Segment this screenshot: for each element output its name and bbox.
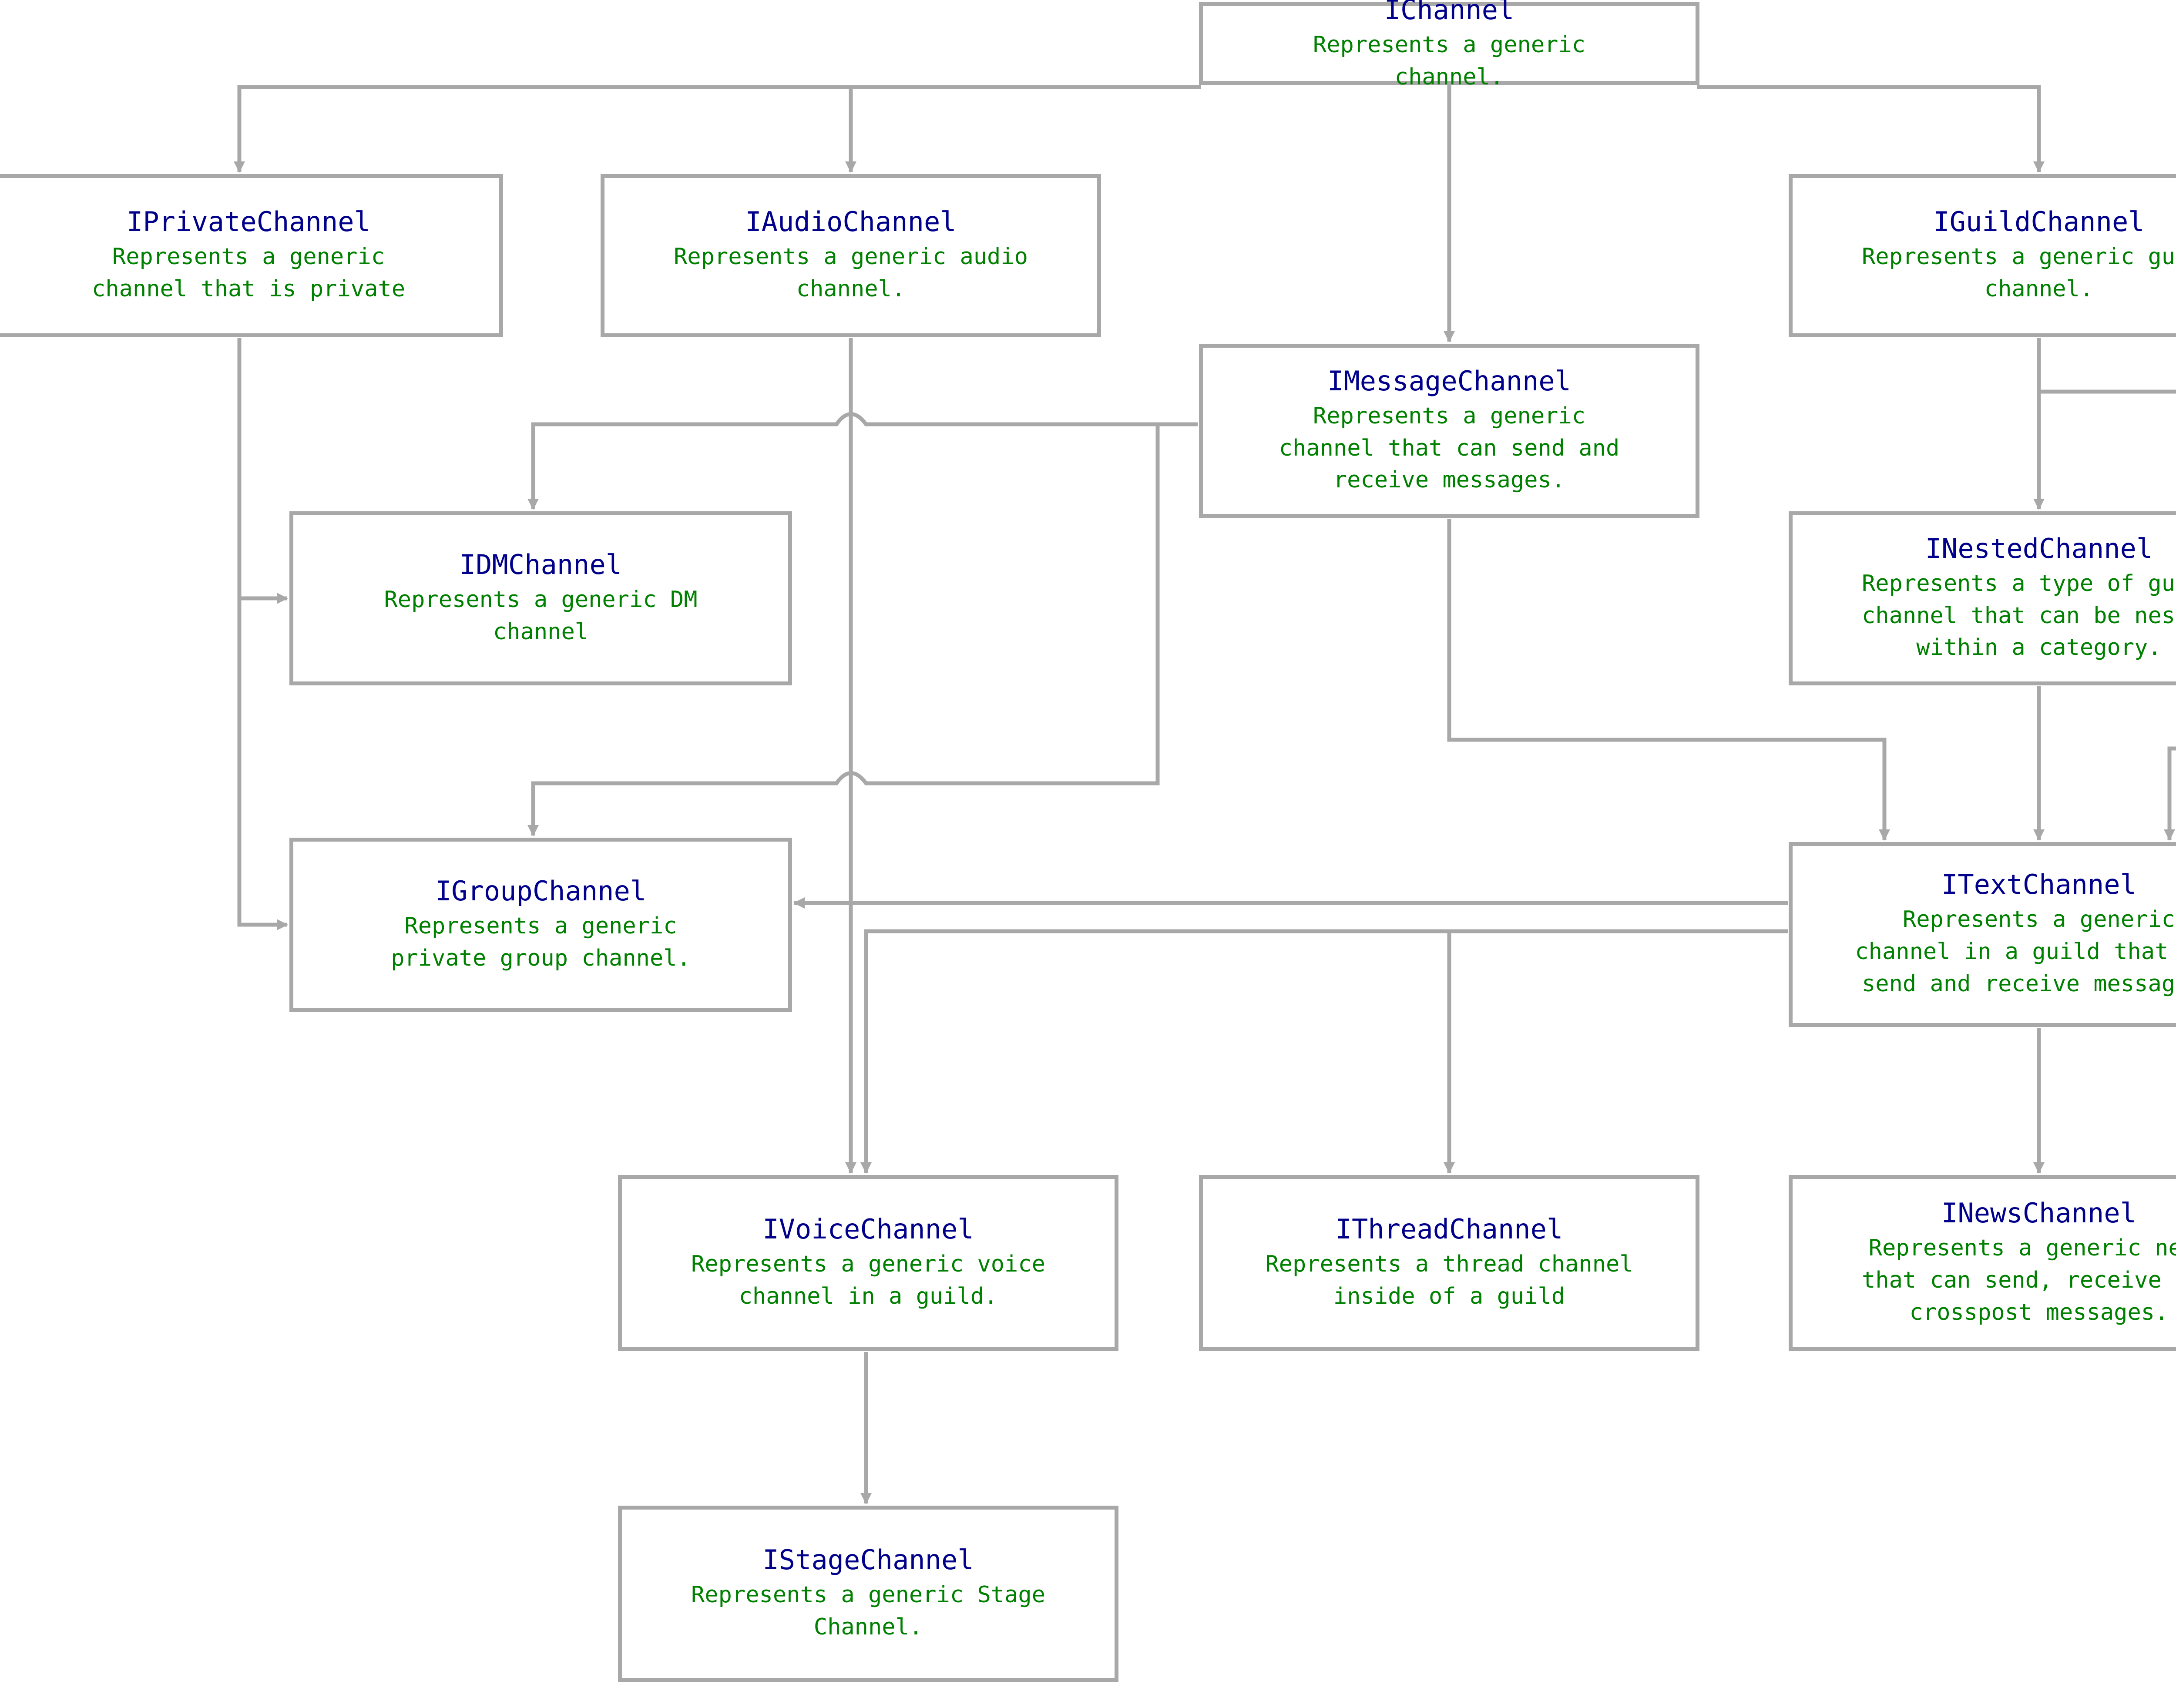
class-node-description: Represents a generic news that can send,… xyxy=(1862,1235,2176,1325)
class-node-description: Represents a generic channel in a guild … xyxy=(1855,906,2176,997)
class-node-description: Represents a generic voice channel in a … xyxy=(691,1251,1045,1310)
class-node-title: INestedChannel xyxy=(1925,532,2153,564)
class-node-inestedchannel[interactable]: INestedChannel Represents a type of guil… xyxy=(1789,511,2176,685)
class-node-description: Represents a generic guild channel. xyxy=(1862,244,2176,302)
class-node-title: IGuildChannel xyxy=(1933,206,2145,238)
class-node-description: Represents a generic DM channel xyxy=(384,586,698,645)
class-node-inewschannel[interactable]: INewsChannel Represents a generic news t… xyxy=(1789,1175,2176,1351)
edge-ichannel-iguildchannel xyxy=(1697,85,2045,173)
class-node-title: IPrivateChannel xyxy=(127,206,370,238)
class-node-title: IChannel xyxy=(1384,0,1514,26)
edge-iprivatechannel-igroupchannel xyxy=(237,338,288,930)
class-node-description: Represents a generic channel that can se… xyxy=(1279,403,1620,493)
class-node-description: Represents a generic channel that is pri… xyxy=(91,244,406,302)
class-node-title: ITextChannel xyxy=(1941,869,2136,901)
class-node-description: Represents a generic channel. xyxy=(1313,31,1586,90)
edge-iprivatechannel-idmchannel xyxy=(237,338,288,604)
class-node-igroupchannel[interactable]: IGroupChannel Represents a generic priva… xyxy=(289,838,792,1012)
class-node-ithreadchannel[interactable]: IThreadChannel Represents a thread chann… xyxy=(1199,1175,1699,1351)
class-node-imessagechannel[interactable]: IMessageChannel Represents a generic cha… xyxy=(1199,344,1699,518)
edge-iintegrationchannel-itextchannel xyxy=(2164,746,2176,841)
class-node-description: Represents a thread channel inside of a … xyxy=(1265,1251,1633,1310)
class-node-description: Represents a generic private group chann… xyxy=(391,913,691,971)
class-node-title: IThreadChannel xyxy=(1335,1213,1563,1245)
class-node-iaudiochannel[interactable]: IAudioChannel Represents a generic audio… xyxy=(601,174,1101,337)
class-node-title: IGroupChannel xyxy=(435,875,647,907)
edge-itextchannel-ithreadchannel xyxy=(1444,929,1788,1174)
edge-imessagechannel-idmchannel xyxy=(527,412,1198,510)
class-node-ichannel[interactable]: IChannel Represents a generic channel. xyxy=(1199,0,1699,90)
class-node-idmchannel[interactable]: IDMChannel Represents a generic DM chann… xyxy=(289,511,792,685)
class-node-ivoicechannel[interactable]: IVoiceChannel Represents a generic voice… xyxy=(618,1175,1118,1351)
class-node-title: IDMChannel xyxy=(459,548,622,581)
class-node-description: Represents a generic audio channel. xyxy=(674,244,1028,302)
class-node-iprivatechannel[interactable]: IPrivateChannel Represents a generic cha… xyxy=(0,174,503,337)
class-node-title: IMessageChannel xyxy=(1327,365,1571,397)
edge-ichannel-iprivatechannel xyxy=(234,85,1201,173)
edge-itextchannel-ivoicechannel xyxy=(860,929,1788,1174)
class-node-title: IAudioChannel xyxy=(745,206,957,238)
class-node-title: INewsChannel xyxy=(1941,1197,2136,1229)
class-node-title: IVoiceChannel xyxy=(762,1213,974,1245)
class-node-iguildchannel[interactable]: IGuildChannel Represents a generic guild… xyxy=(1789,174,2176,337)
edge-ichannel-iaudiochannel xyxy=(845,85,1201,173)
class-node-description: Represents a type of guild channel that … xyxy=(1862,570,2176,661)
class-node-description: Represents a generic Stage Channel. xyxy=(691,1582,1045,1641)
class-node-title: IStageChannel xyxy=(762,1544,974,1576)
class-node-itextchannel[interactable]: ITextChannel Represents a generic channe… xyxy=(1789,842,2176,1027)
edge-iguildchannel-iintegrationchannel xyxy=(2039,389,2176,394)
class-node-istagechannel[interactable]: IStageChannel Represents a generic Stage… xyxy=(618,1506,1118,1682)
